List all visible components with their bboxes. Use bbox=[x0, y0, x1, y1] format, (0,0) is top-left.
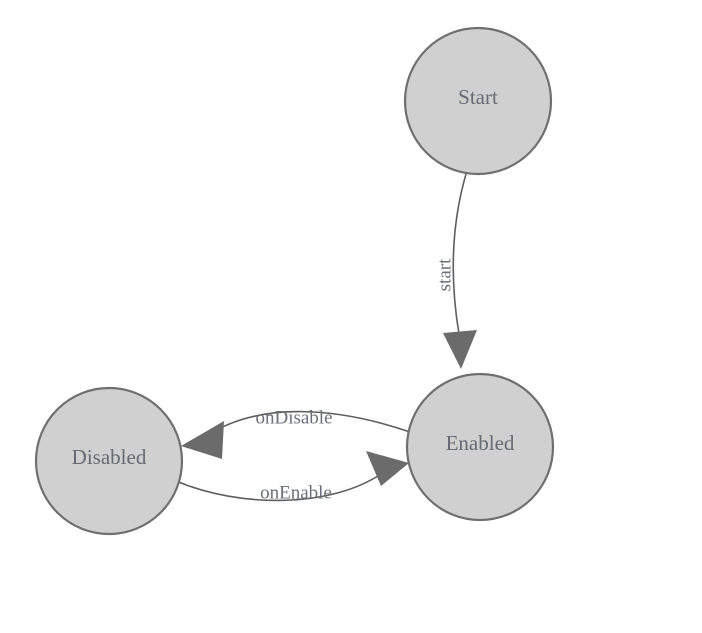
arrowhead-enabled-to-disabled bbox=[181, 421, 224, 459]
edge-start-to-enabled[interactable]: start bbox=[434, 173, 477, 369]
edge-enabled-to-disabled[interactable]: onDisable bbox=[181, 407, 411, 459]
state-node-enabled-label: Enabled bbox=[446, 431, 515, 455]
state-node-disabled-circle bbox=[34, 386, 184, 536]
state-node-disabled[interactable]: Disabled bbox=[34, 386, 184, 536]
edge-path-disabled-to-enabled bbox=[175, 473, 382, 502]
edge-disabled-to-enabled[interactable]: onEnable bbox=[175, 451, 409, 503]
state-node-start-circle bbox=[403, 26, 553, 176]
arrowhead-start-to-enabled bbox=[443, 330, 477, 369]
state-node-start-label: Start bbox=[458, 85, 498, 109]
arrowhead-disabled-to-enabled bbox=[366, 451, 409, 486]
state-node-start[interactable]: Start bbox=[403, 26, 553, 176]
edge-label-start: start bbox=[434, 258, 455, 291]
edge-label-onenable: onEnable bbox=[260, 482, 332, 503]
state-node-enabled[interactable]: Enabled bbox=[405, 372, 555, 522]
edge-path-start-to-enabled bbox=[452, 173, 467, 335]
edge-path-enabled-to-disabled bbox=[204, 410, 411, 438]
edge-label-ondisable: onDisable bbox=[255, 407, 332, 428]
state-node-enabled-circle bbox=[405, 372, 555, 522]
state-node-disabled-label: Disabled bbox=[72, 445, 147, 469]
